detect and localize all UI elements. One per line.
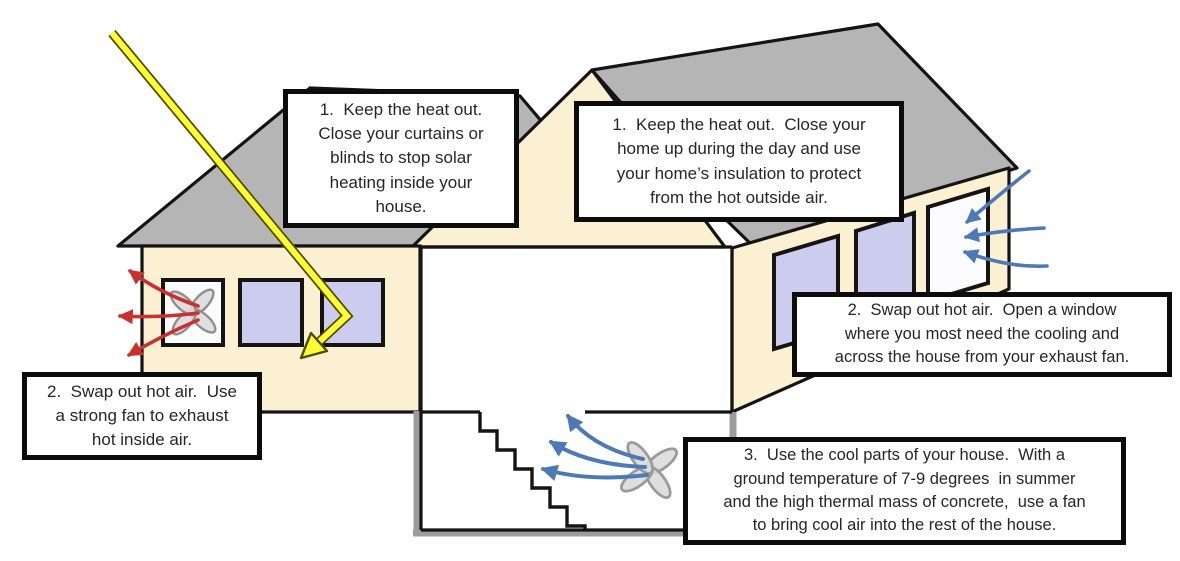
- note-text: 2. Swap out hot air. Use a strong fan to…: [47, 381, 237, 450]
- note-swap-hot-air-fan: 2. Swap out hot air. Use a strong fan to…: [22, 372, 262, 460]
- note-swap-hot-air-window: 2. Swap out hot air. Open a window where…: [792, 292, 1172, 377]
- intake-window: [926, 186, 990, 304]
- note-text: 2. Swap out hot air. Open a window where…: [834, 301, 1130, 367]
- note-use-cool-parts: 3. Use the cool parts of your house. Wit…: [683, 437, 1126, 545]
- basement-fan-icon: [620, 441, 678, 499]
- note-keep-heat-out-insulation: 1. Keep the heat out. Close your home up…: [574, 101, 904, 222]
- note-text: 1. Keep the heat out. Close your curtain…: [318, 100, 484, 216]
- blue-airflow-arrows-icon: [962, 169, 1049, 269]
- interior-outline: [419, 245, 734, 532]
- blue-airflow-arrows-icon: [540, 414, 649, 482]
- note-keep-heat-out-curtains: 1. Keep the heat out. Close your curtain…: [283, 89, 519, 228]
- staircase: [478, 412, 587, 530]
- solar-ray-arrow-icon: [108, 29, 354, 360]
- note-text: 3. Use the cool parts of your house. Wit…: [723, 446, 1086, 535]
- red-exhaust-arrows-icon: [117, 269, 200, 357]
- window: [238, 278, 304, 347]
- note-text: 1. Keep the heat out. Close your home up…: [612, 115, 866, 207]
